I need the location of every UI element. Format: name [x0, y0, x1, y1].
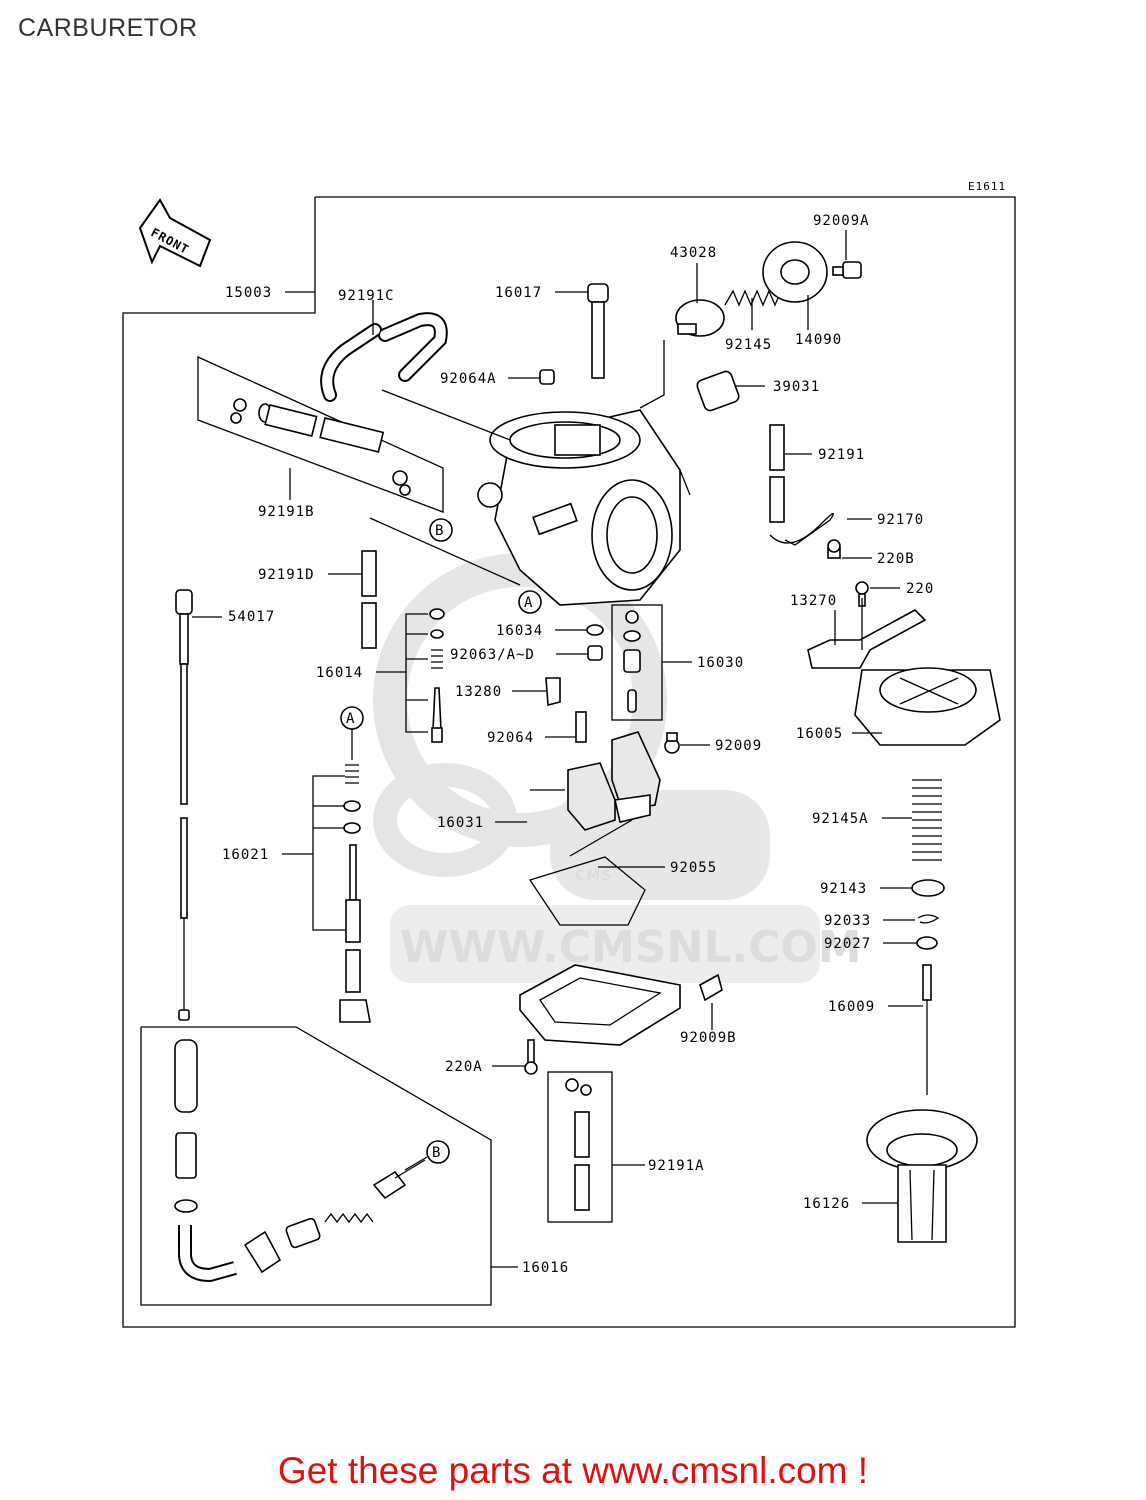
part-92009a: [832, 261, 862, 279]
label-92027: 92027: [824, 936, 871, 952]
part-92170: [769, 513, 834, 546]
label-220a: 220A: [445, 1059, 483, 1075]
kit-group-16016: [140, 1026, 492, 1306]
svg-text:A: A: [524, 595, 533, 611]
label-92170: 92170: [877, 512, 924, 528]
callout-a-top: A: [518, 590, 542, 614]
label-92009a: 92009A: [813, 213, 870, 229]
part-labels: 15003 92191C 16017 43028 92009A 92145 14…: [222, 213, 934, 1276]
diagram-frame: [122, 196, 1016, 1328]
label-16017: 16017: [495, 285, 542, 301]
part-16030-contents: [623, 610, 641, 713]
label-92191c: 92191C: [338, 288, 395, 304]
label-92063: 92063/A~D: [450, 647, 535, 663]
label-220: 220: [906, 581, 934, 597]
part-16009: [922, 964, 932, 1095]
part-16021: [339, 764, 371, 1023]
label-92033: 92033: [824, 913, 871, 929]
label-16031: 16031: [437, 815, 484, 831]
label-39031: 39031: [773, 379, 820, 395]
callout-a-mid: A: [340, 706, 364, 730]
float-chamber: [519, 964, 681, 1046]
part-16031: [567, 731, 661, 857]
svg-text:B: B: [435, 523, 444, 539]
part-92063: [587, 645, 603, 661]
label-16021: 16021: [222, 847, 269, 863]
part-16034: [586, 624, 604, 636]
label-92191b: 92191B: [258, 504, 315, 520]
part-92191: [769, 424, 785, 523]
cta-link[interactable]: Get these parts at www.cmsnl.com !: [277, 1450, 869, 1491]
label-54017: 54017: [228, 609, 275, 625]
label-92009: 92009: [715, 738, 762, 754]
label-92145: 92145: [725, 337, 772, 353]
svg-text:A: A: [346, 711, 355, 727]
label-92064: 92064: [487, 730, 534, 746]
label-16014: 16014: [316, 665, 363, 681]
label-92191a: 92191A: [648, 1158, 705, 1174]
label-92191d: 92191D: [258, 567, 315, 583]
label-92064a: 92064A: [440, 371, 497, 387]
label-16005: 16005: [796, 726, 843, 742]
carburetor-body: [477, 409, 691, 606]
diagram-code: E1611: [968, 180, 1006, 193]
part-16017: [587, 283, 609, 379]
part-92145a: [912, 779, 942, 861]
label-92143: 92143: [820, 881, 867, 897]
label-15003: 15003: [225, 285, 272, 301]
part-220a: [524, 1039, 538, 1075]
label-16016: 16016: [522, 1260, 569, 1276]
hose-group-92191a: [547, 1071, 613, 1223]
label-92009b: 92009B: [680, 1030, 737, 1046]
part-13280: [545, 677, 561, 707]
callout-b-top: B: [429, 518, 453, 542]
part-92145: [724, 289, 782, 307]
part-92009: [664, 732, 680, 754]
callout-b-kit: B: [426, 1140, 450, 1164]
part-92033: [917, 914, 940, 924]
front-arrow-icon: FRONT: [138, 198, 212, 268]
part-14090: [762, 241, 828, 303]
label-14090: 14090: [795, 332, 842, 348]
part-92055: [528, 856, 646, 926]
label-16126: 16126: [803, 1196, 850, 1212]
part-92191a: [565, 1078, 592, 1211]
label-13280: 13280: [455, 684, 502, 700]
label-92191: 92191: [818, 447, 865, 463]
leader-lines: [192, 230, 923, 1268]
label-16009: 16009: [828, 999, 875, 1015]
part-13270: [807, 609, 927, 669]
label-16034: 16034: [496, 623, 543, 639]
part-39031: [696, 370, 740, 412]
part-54017: [175, 589, 193, 1021]
part-92064: [575, 711, 587, 743]
hose-92191b: [230, 398, 411, 496]
label-43028: 43028: [670, 245, 717, 261]
watermark-url: WWW.CMSNL.COM: [400, 922, 862, 973]
part-92009b: [699, 973, 723, 1002]
part-16014: [429, 608, 445, 743]
label-220b: 220B: [877, 551, 915, 567]
watermark-brand: CMS: [575, 868, 612, 884]
label-92145a: 92145A: [812, 811, 869, 827]
part-220b: [827, 539, 841, 559]
page-title: CARBURETOR: [18, 14, 198, 42]
label-16030: 16030: [697, 655, 744, 671]
part-16016-contents: [174, 1039, 426, 1283]
label-13270: 13270: [790, 593, 837, 609]
part-43028: [675, 299, 725, 337]
svg-text:B: B: [432, 1145, 441, 1161]
label-92055: 92055: [670, 860, 717, 876]
part-16126: [866, 1109, 978, 1243]
part-92191d: [361, 550, 377, 649]
part-92143: [911, 879, 945, 897]
part-92064a: [539, 369, 555, 385]
part-16005: [854, 667, 1001, 746]
part-92027: [916, 936, 938, 950]
